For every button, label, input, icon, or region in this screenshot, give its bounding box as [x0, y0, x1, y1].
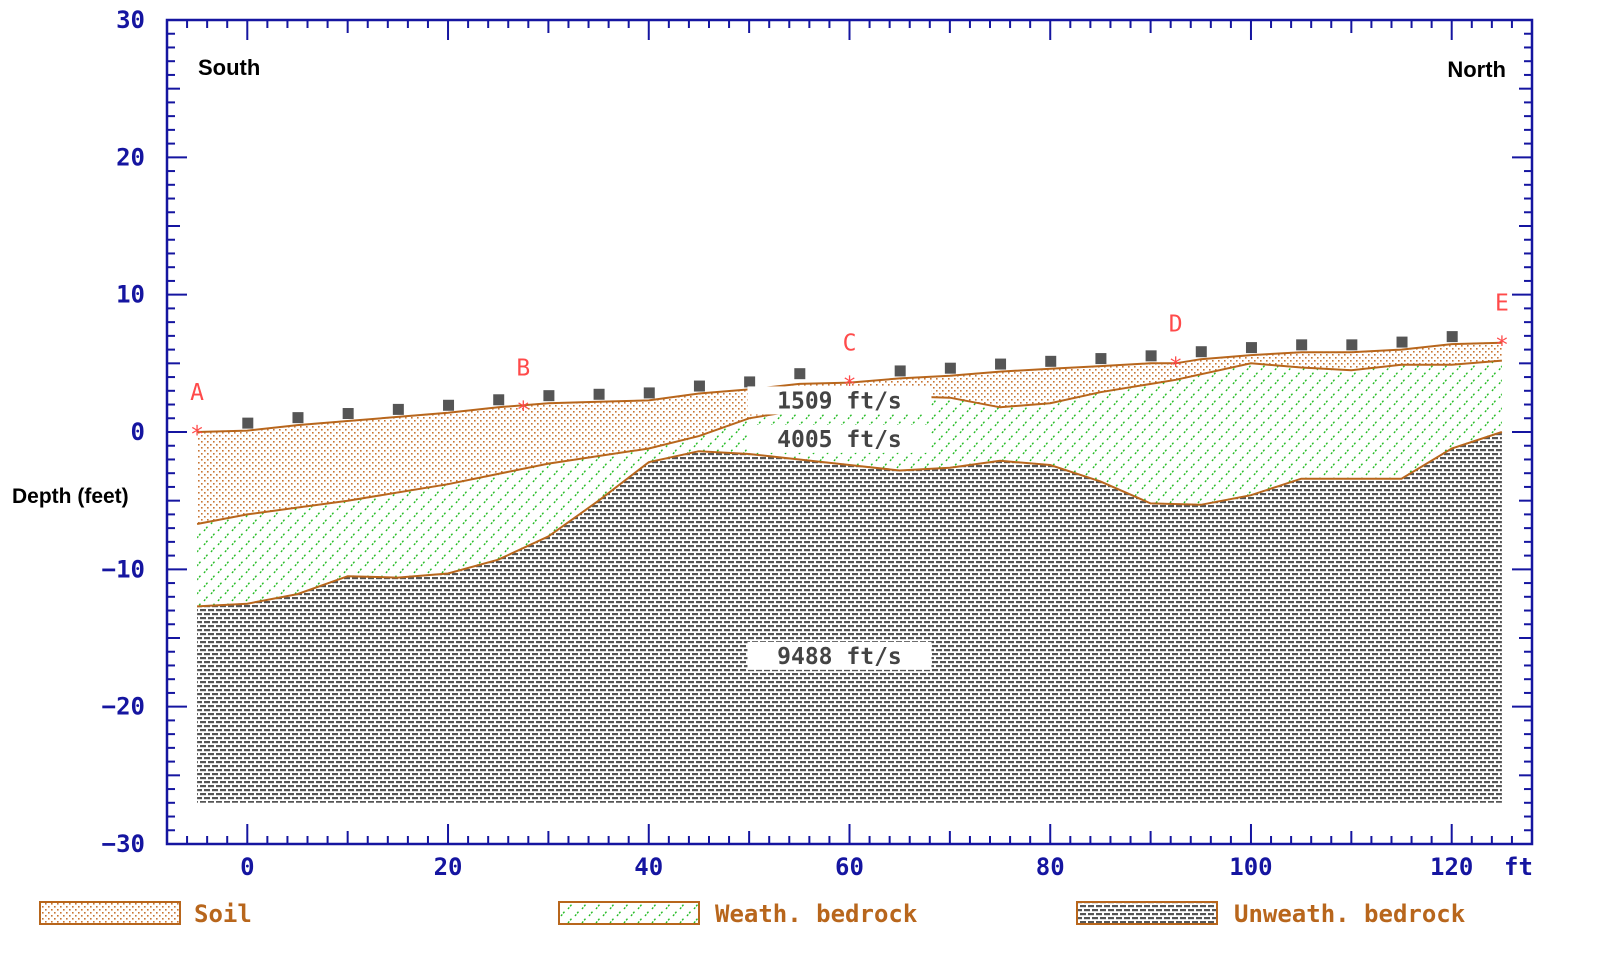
x-tick-label: 60	[835, 853, 864, 881]
velocity-text: 4005 ft/s	[777, 427, 902, 453]
shot-point-marker: *	[1495, 333, 1509, 359]
soil-layer	[197, 342, 1502, 524]
geophone-marker	[1396, 336, 1408, 348]
velocity-label-weathered: 4005 ft/s	[747, 424, 932, 453]
geophone-marker	[1195, 346, 1207, 358]
x-axis-tick-labels: 0 20 40 60 80 100 120	[240, 853, 1473, 881]
y-tick-label: 10	[116, 281, 145, 309]
x-tick-label: 0	[240, 853, 254, 881]
x-tick-label: 20	[434, 853, 463, 881]
legend-swatch-weathered	[558, 901, 700, 925]
geophone-marker	[693, 380, 705, 392]
x-tick-label: 80	[1036, 853, 1065, 881]
geophone-markers	[242, 331, 1458, 429]
legend-swatch-unweathered	[1076, 901, 1218, 925]
velocity-text: 9488 ft/s	[777, 644, 902, 670]
y-axis-label: Depth (feet)	[12, 485, 129, 508]
geophone-marker	[242, 417, 254, 429]
geophone-marker	[643, 387, 655, 399]
x-tick-label: 40	[634, 853, 663, 881]
geophone-marker	[794, 368, 806, 380]
y-tick-label: 20	[116, 143, 145, 171]
geophone-marker	[1095, 353, 1107, 365]
north-label: North	[1447, 57, 1506, 82]
geophone-marker	[944, 362, 956, 374]
x-axis-unit: ft	[1504, 853, 1533, 881]
velocity-text: 1509 ft/s	[777, 388, 902, 414]
south-label: South	[198, 55, 260, 80]
legend: Soil Weath. bedrock Unweath. bedrock	[39, 900, 1466, 928]
geophone-marker	[593, 388, 605, 400]
velocity-labels: 1509 ft/s 4005 ft/s 9488 ft/s	[747, 386, 932, 670]
geophone-marker	[1296, 339, 1308, 351]
geophone-marker	[1245, 342, 1257, 354]
geophone-marker	[292, 412, 304, 424]
geophone-marker	[392, 403, 404, 415]
geophone-marker	[1446, 331, 1458, 343]
geophone-marker	[1346, 339, 1358, 351]
legend-label-weathered: Weath. bedrock	[715, 900, 918, 928]
shot-point-label: D	[1169, 311, 1183, 337]
geophone-marker	[342, 408, 354, 420]
geophone-marker	[443, 399, 455, 411]
y-tick-label: −30	[102, 830, 145, 858]
unweathered-bedrock-layer	[197, 432, 1502, 803]
y-tick-label: 0	[131, 418, 145, 446]
legend-label-soil: Soil	[194, 900, 252, 928]
y-axis-tick-labels: 30 20 10 0 −10 −20 −30	[102, 6, 145, 858]
shot-point-marker: *	[516, 397, 530, 423]
x-tick-label: 120	[1430, 853, 1473, 881]
x-tick-label: 100	[1229, 853, 1272, 881]
velocity-label-soil: 1509 ft/s	[747, 386, 932, 415]
geophone-marker	[1145, 350, 1157, 362]
shot-point-label: B	[516, 355, 530, 381]
weathered-bedrock-layer	[197, 360, 1502, 607]
shot-point-label: C	[843, 331, 857, 357]
shot-point-marker: *	[190, 422, 204, 448]
ground-surface-line	[197, 341, 1502, 433]
legend-label-unweathered: Unweath. bedrock	[1234, 900, 1466, 928]
shot-point-label: A	[190, 380, 204, 406]
geophone-marker	[995, 358, 1007, 370]
geophone-marker	[894, 365, 906, 377]
geophone-marker	[1045, 355, 1057, 367]
shot-point-label: E	[1495, 291, 1509, 317]
shot-point-marker: *	[1169, 353, 1183, 379]
y-tick-label: −10	[102, 555, 145, 583]
y-tick-label: −20	[102, 693, 145, 721]
geophone-marker	[744, 376, 756, 388]
weathered-base-line	[197, 431, 1503, 608]
axis-ticks	[166, 19, 1533, 845]
geophone-marker	[543, 390, 555, 402]
geophone-marker	[493, 394, 505, 406]
velocity-label-unweathered: 9488 ft/s	[747, 641, 932, 670]
y-tick-label: 30	[116, 6, 145, 34]
shot-point-markers: *A*B*C*D*E	[190, 291, 1509, 448]
legend-swatch-soil	[39, 901, 181, 925]
